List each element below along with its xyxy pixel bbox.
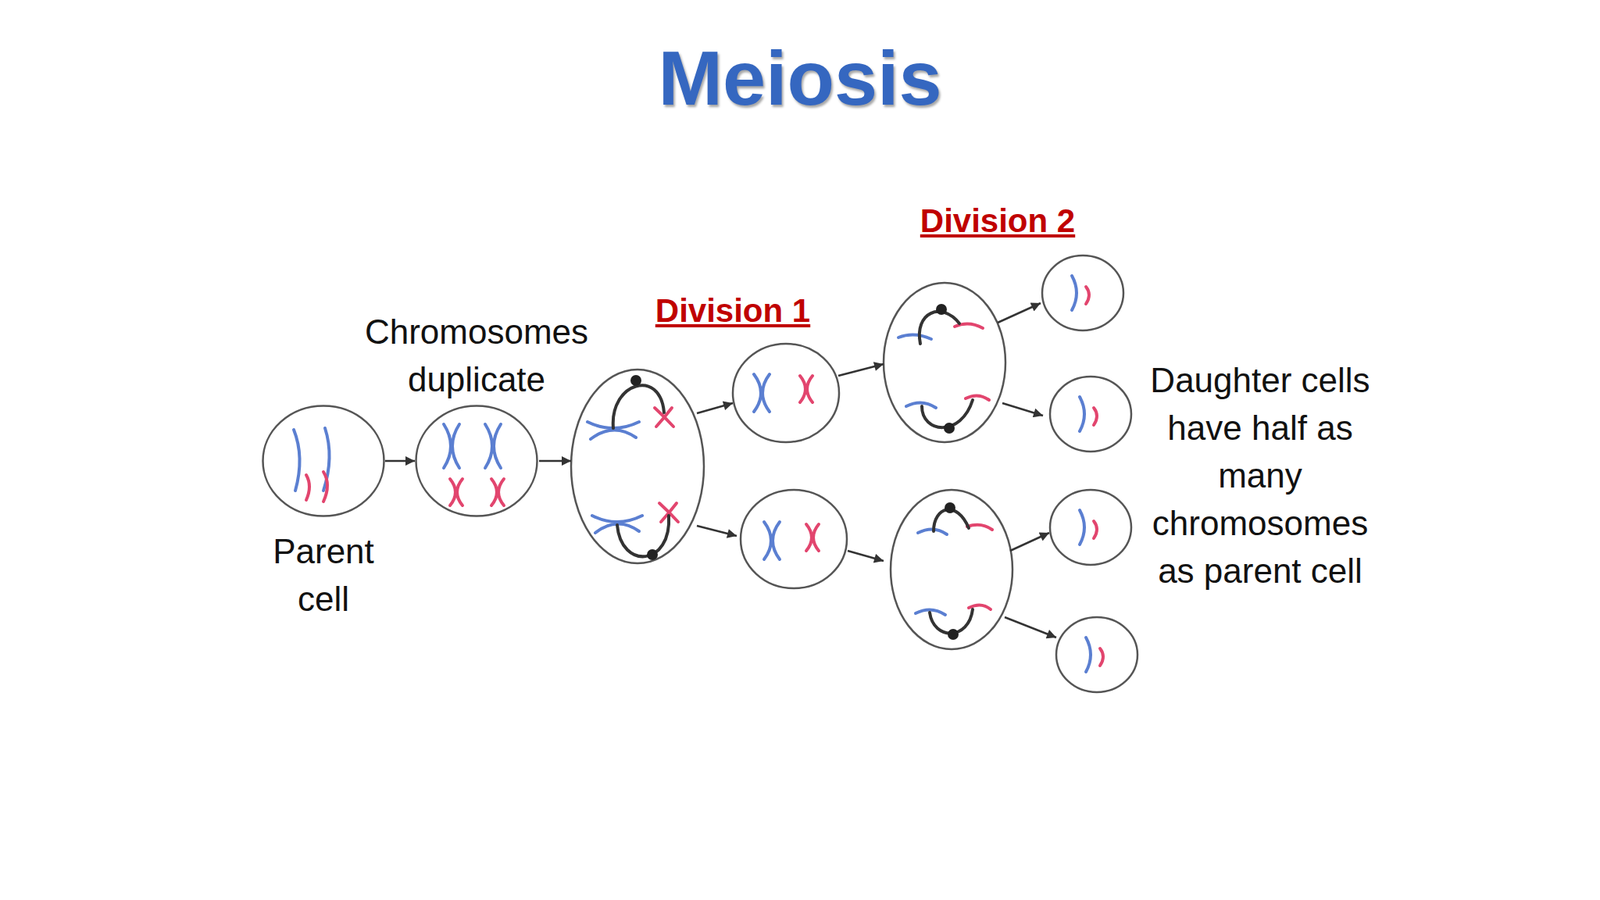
- stage-label: Division 2: [919, 200, 1076, 242]
- stage-label: Division 1: [654, 290, 811, 332]
- daughter-cell: [1050, 376, 1132, 452]
- chromosome: [485, 424, 501, 468]
- centrosome: [646, 549, 658, 561]
- spindle: [613, 385, 665, 429]
- cell: [890, 489, 1013, 650]
- cell-label: Chromosomes duplicate: [343, 307, 610, 404]
- stage-arrows: [539, 303, 1057, 638]
- cell: [740, 489, 847, 589]
- centrosome: [935, 303, 947, 315]
- chromosome: [491, 478, 504, 506]
- chromosome: [306, 475, 310, 500]
- chromosome: [443, 424, 460, 468]
- spindle: [919, 311, 960, 344]
- chromosome: [753, 374, 770, 412]
- chromosome: [323, 471, 328, 502]
- spindle-fibres: [613, 311, 973, 634]
- arrow: [997, 303, 1041, 323]
- daughter-cell: [1050, 489, 1132, 565]
- cell-node: Chromosomes duplicate: [414, 404, 539, 518]
- cell-ellipse: [263, 406, 385, 517]
- spindle: [617, 515, 669, 557]
- cell-outlines: [571, 255, 1138, 693]
- stage-arrow: [385, 460, 415, 463]
- chromatid: [898, 334, 932, 340]
- summary-note: Daughter cells have half as many chromos…: [1142, 356, 1378, 595]
- chromatid: [1079, 510, 1085, 545]
- centrosome: [943, 422, 955, 434]
- cell: [571, 369, 704, 564]
- chromosome: [806, 524, 819, 551]
- centrosome: [947, 628, 959, 640]
- arrow: [1004, 617, 1057, 638]
- centrosome: [944, 502, 956, 514]
- chromatid: [1079, 396, 1085, 432]
- cell-ellipse: [416, 406, 538, 517]
- chromatid: [1071, 275, 1077, 311]
- chromatid: [1085, 637, 1091, 672]
- cell-node: Parent cell: [261, 404, 386, 518]
- red-chromosomes: [306, 286, 1104, 666]
- arrow: [696, 403, 733, 414]
- arrow: [696, 525, 737, 536]
- chromatid: [967, 525, 993, 530]
- blue-chromosomes: [293, 275, 1091, 672]
- chromatid: [1093, 407, 1097, 425]
- chromatid: [1093, 521, 1097, 539]
- arrow: [539, 460, 572, 463]
- cell-label: Parent cell: [245, 527, 402, 623]
- centrosomes: [630, 303, 959, 640]
- chromosome: [293, 429, 300, 491]
- daughter-cell: [1056, 617, 1138, 693]
- chromosome: [764, 521, 780, 560]
- daughter-cell: [1042, 255, 1124, 331]
- chromosome: [800, 375, 813, 403]
- cell-outline: [414, 404, 539, 518]
- chromatid: [965, 395, 990, 400]
- diagram-title: Meiosis: [0, 31, 1600, 125]
- centrosome: [630, 375, 642, 386]
- arrow: [1002, 403, 1043, 416]
- arrow: [838, 364, 884, 376]
- chromosome: [450, 478, 463, 506]
- arrow: [1010, 532, 1050, 551]
- cell: [883, 282, 1006, 443]
- chromatid: [1085, 286, 1090, 304]
- cell-outline: [261, 404, 386, 518]
- arrow: [847, 550, 884, 561]
- chromatid: [1100, 648, 1104, 666]
- cell: [732, 343, 840, 443]
